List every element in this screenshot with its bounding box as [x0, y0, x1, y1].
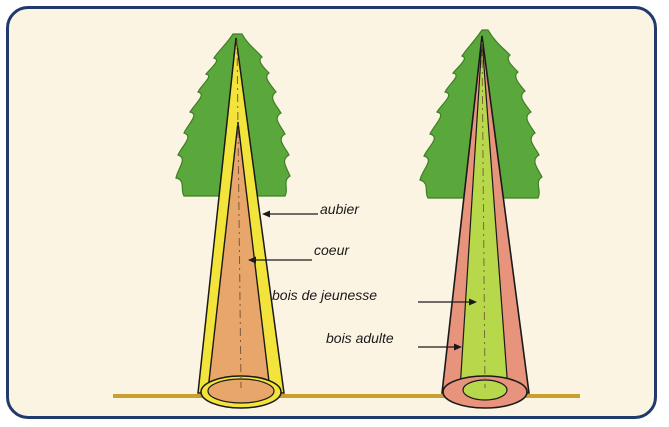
right-tree — [420, 30, 542, 408]
bois-adulte-text: bois adulte — [326, 330, 394, 346]
right-tree-base-inner — [463, 380, 507, 400]
left-tree — [176, 34, 290, 408]
label-aubier: aubier — [262, 201, 360, 218]
bois-de-jeunesse-text: bois de jeunesse — [272, 287, 377, 303]
aubier-arrowhead — [262, 211, 270, 218]
label-bois-adulte: bois adulte — [326, 330, 462, 351]
label-bois-de-jeunesse: bois de jeunesse — [272, 287, 477, 306]
coeur-text: coeur — [314, 242, 350, 258]
aubier-text: aubier — [320, 201, 360, 217]
